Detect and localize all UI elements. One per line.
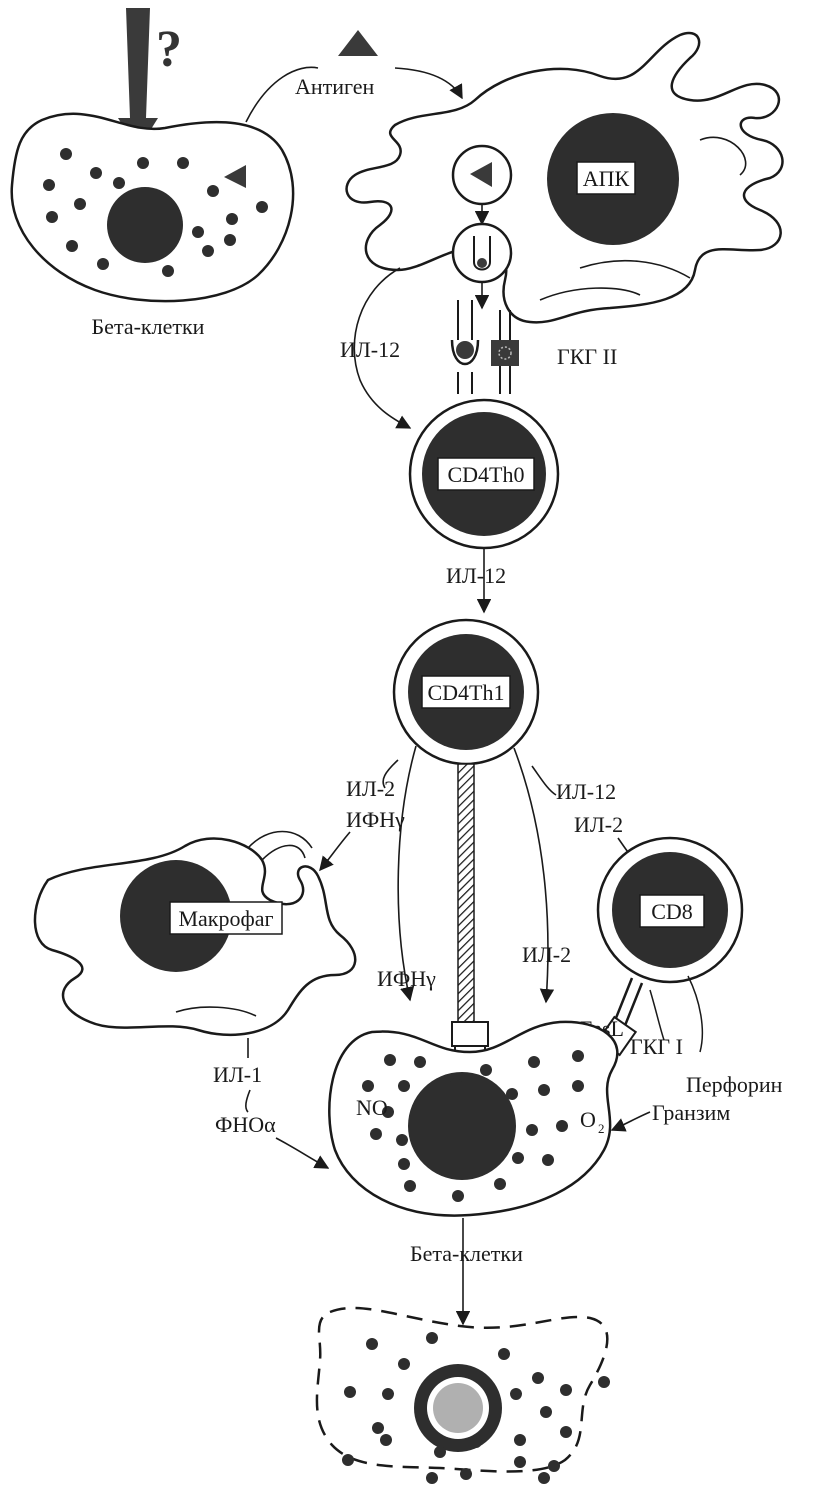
beta-cells-bottom-label: Бета-клетки: [410, 1241, 523, 1266]
mhc2-tcr-complex: [452, 300, 519, 394]
cd4th1-cell: CD4Th1: [394, 620, 538, 764]
beta-cells-top-label: Бета-клетки: [92, 314, 205, 339]
cd8-label: CD8: [651, 899, 693, 924]
mhc1-stub: [650, 990, 664, 1040]
beta-cell-top: [12, 114, 293, 301]
beta-cell-target-nucleus: [408, 1072, 516, 1180]
il12-right-label: ИЛ-12: [556, 779, 616, 804]
perforin-label: Перфорин: [686, 1072, 783, 1097]
macrophage-cell: Макрофаг: [35, 832, 355, 1035]
tcr-stalk: [458, 764, 474, 1024]
il1-label: ИЛ-1: [213, 1062, 262, 1087]
beta-cell-nucleus: [107, 187, 183, 263]
ifng-center-label: ИФНγ: [377, 966, 436, 991]
antigen-label: Антиген: [295, 74, 375, 99]
mhc2-label: ГКГ II: [557, 344, 617, 369]
mhc1-label: ГКГ I: [630, 1034, 683, 1059]
mhc-receptor-box: [452, 1022, 488, 1046]
il2-left-label: ИЛ-2: [346, 776, 395, 801]
antigen-icon: [338, 30, 378, 56]
beta-cell-destroyed: [317, 1308, 610, 1484]
apc-cell: АПК: [347, 33, 783, 322]
cd4th0-label: CD4Th0: [448, 462, 525, 487]
arrow-to-macrophage: [320, 832, 350, 870]
no-label: NO: [356, 1095, 388, 1120]
granzyme-label: Гранзим: [652, 1100, 730, 1125]
perforin-stub: [688, 976, 702, 1052]
cd4th0-cell: CD4Th0: [410, 400, 558, 548]
granzyme-arrow: [612, 1112, 650, 1130]
il12-mid-label: ИЛ-12: [446, 563, 506, 588]
macrophage-label: Макрофаг: [178, 906, 273, 931]
mhc-loading-vesicle: [453, 224, 511, 282]
il2-right-label: ИЛ-2: [574, 812, 623, 837]
il2-center-label: ИЛ-2: [522, 942, 571, 967]
question-mark: ?: [156, 21, 182, 78]
il12-left-label: ИЛ-12: [340, 337, 400, 362]
ifng-arrow-center: [398, 746, 416, 1000]
o2-subscript: 2: [598, 1121, 605, 1136]
cd8-cell: CD8: [598, 838, 742, 982]
tnfa-arrow: [276, 1138, 328, 1168]
th1-right-stub: [532, 766, 556, 795]
ifng-left-label: ИФНγ: [346, 807, 405, 832]
destroyed-nucleus-core: [433, 1383, 483, 1433]
apc-label: АПК: [583, 166, 630, 191]
tnfa-label: ФНОα: [215, 1112, 276, 1137]
o2-label: O: [580, 1107, 596, 1132]
cd4th1-label: CD4Th1: [428, 680, 505, 705]
antigen-arc-right: [395, 68, 462, 98]
